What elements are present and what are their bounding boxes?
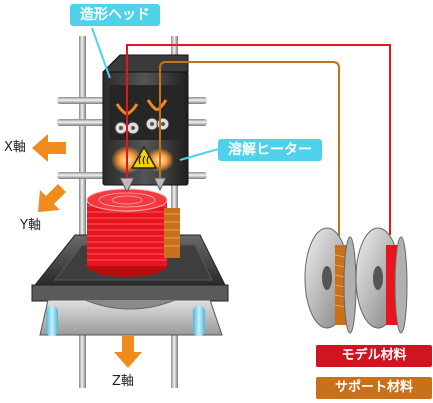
head-label: 造形ヘッド <box>70 4 160 26</box>
printed-support <box>164 208 180 258</box>
y-axis-arrow <box>38 184 66 212</box>
platform-peg-right <box>193 306 205 336</box>
support-filament <box>159 61 340 240</box>
heat-warning-icon <box>130 145 158 169</box>
model-material-spool <box>355 227 408 334</box>
z-axis-arrow <box>114 335 142 368</box>
support-material-label: サポート材料 <box>316 377 432 399</box>
x-axis-label: X軸 <box>4 140 26 155</box>
head-leader-line <box>91 27 111 79</box>
support-material-spool <box>304 227 357 334</box>
heater-leader-line <box>179 147 223 161</box>
heater-label: 溶解ヒーター <box>218 139 322 161</box>
print-head <box>101 54 189 194</box>
z-axis-label: Z軸 <box>112 374 134 389</box>
x-axis-arrow <box>32 134 66 162</box>
model-filament <box>126 44 391 235</box>
model-material-label: モデル材料 <box>316 345 432 367</box>
y-axis-label: Y軸 <box>20 218 41 233</box>
platform-peg-left <box>46 306 58 336</box>
printed-model <box>86 188 168 277</box>
